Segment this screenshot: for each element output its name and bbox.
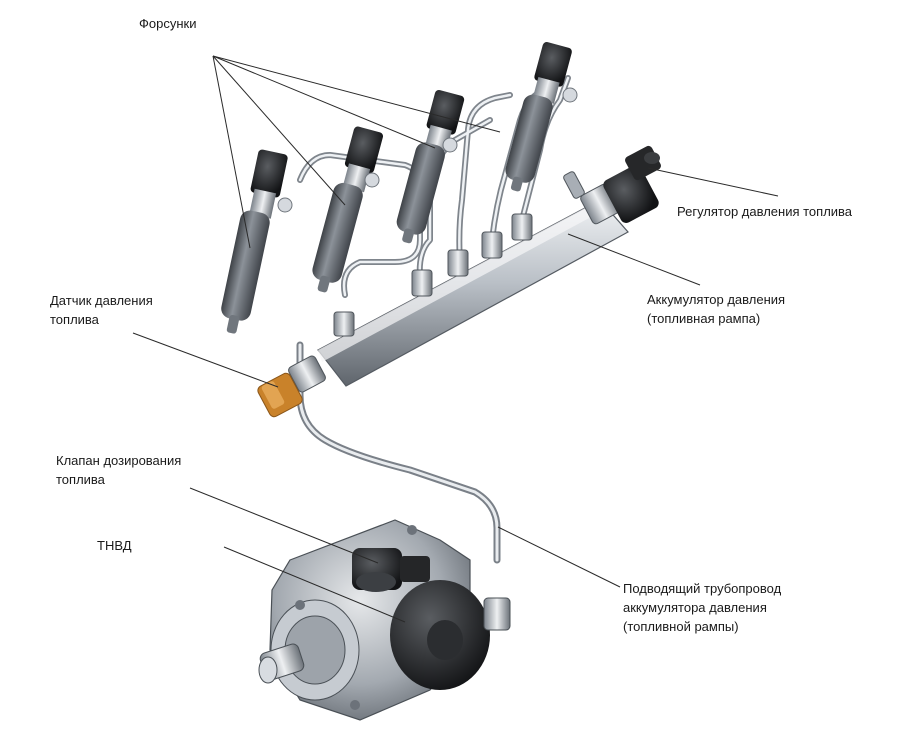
label-metering-valve: Клапан дозирования топлива (56, 451, 181, 489)
label-metering-valve-line-1: Клапан дозирования (56, 453, 182, 468)
label-metering-valve-line-2: топлива (56, 472, 105, 487)
label-pressure-sensor-line-1: Датчик давления (50, 293, 153, 308)
label-injectors: Форсунки (139, 14, 196, 33)
fuel-rail (317, 171, 629, 387)
label-supply-line: Подводящий трубопровод аккумулятора давл… (623, 579, 781, 636)
metering-valve (352, 548, 430, 592)
label-accumulator-line-1: Аккумулятор давления (647, 292, 786, 307)
label-accumulator-line-2: (топливная рампа) (647, 311, 761, 326)
label-supply-line-line-3: (топливной рампы) (623, 619, 739, 634)
pressure-sensor (257, 355, 326, 418)
injectors-group (221, 42, 578, 334)
label-injectors-text: Форсунки (139, 16, 197, 31)
label-accumulator: Аккумулятор давления (топливная рампа) (647, 290, 785, 328)
label-hp-pump-text: ТНВД (97, 538, 132, 553)
label-pressure-sensor-line-2: топлива (50, 312, 99, 327)
label-hp-pump: ТНВД (97, 536, 132, 555)
label-pressure-sensor: Датчик давления топлива (50, 291, 153, 329)
label-pressure-regulator: Регулятор давления топлива (677, 202, 852, 221)
pressure-regulator (603, 145, 661, 223)
supply-line-pipe (296, 341, 501, 564)
label-supply-line-line-2: аккумулятора давления (623, 600, 767, 615)
leader-lines (132, 55, 779, 623)
label-supply-line-line-1: Подводящий трубопровод (623, 581, 782, 596)
label-pressure-regulator-text: Регулятор давления топлива (677, 204, 853, 219)
